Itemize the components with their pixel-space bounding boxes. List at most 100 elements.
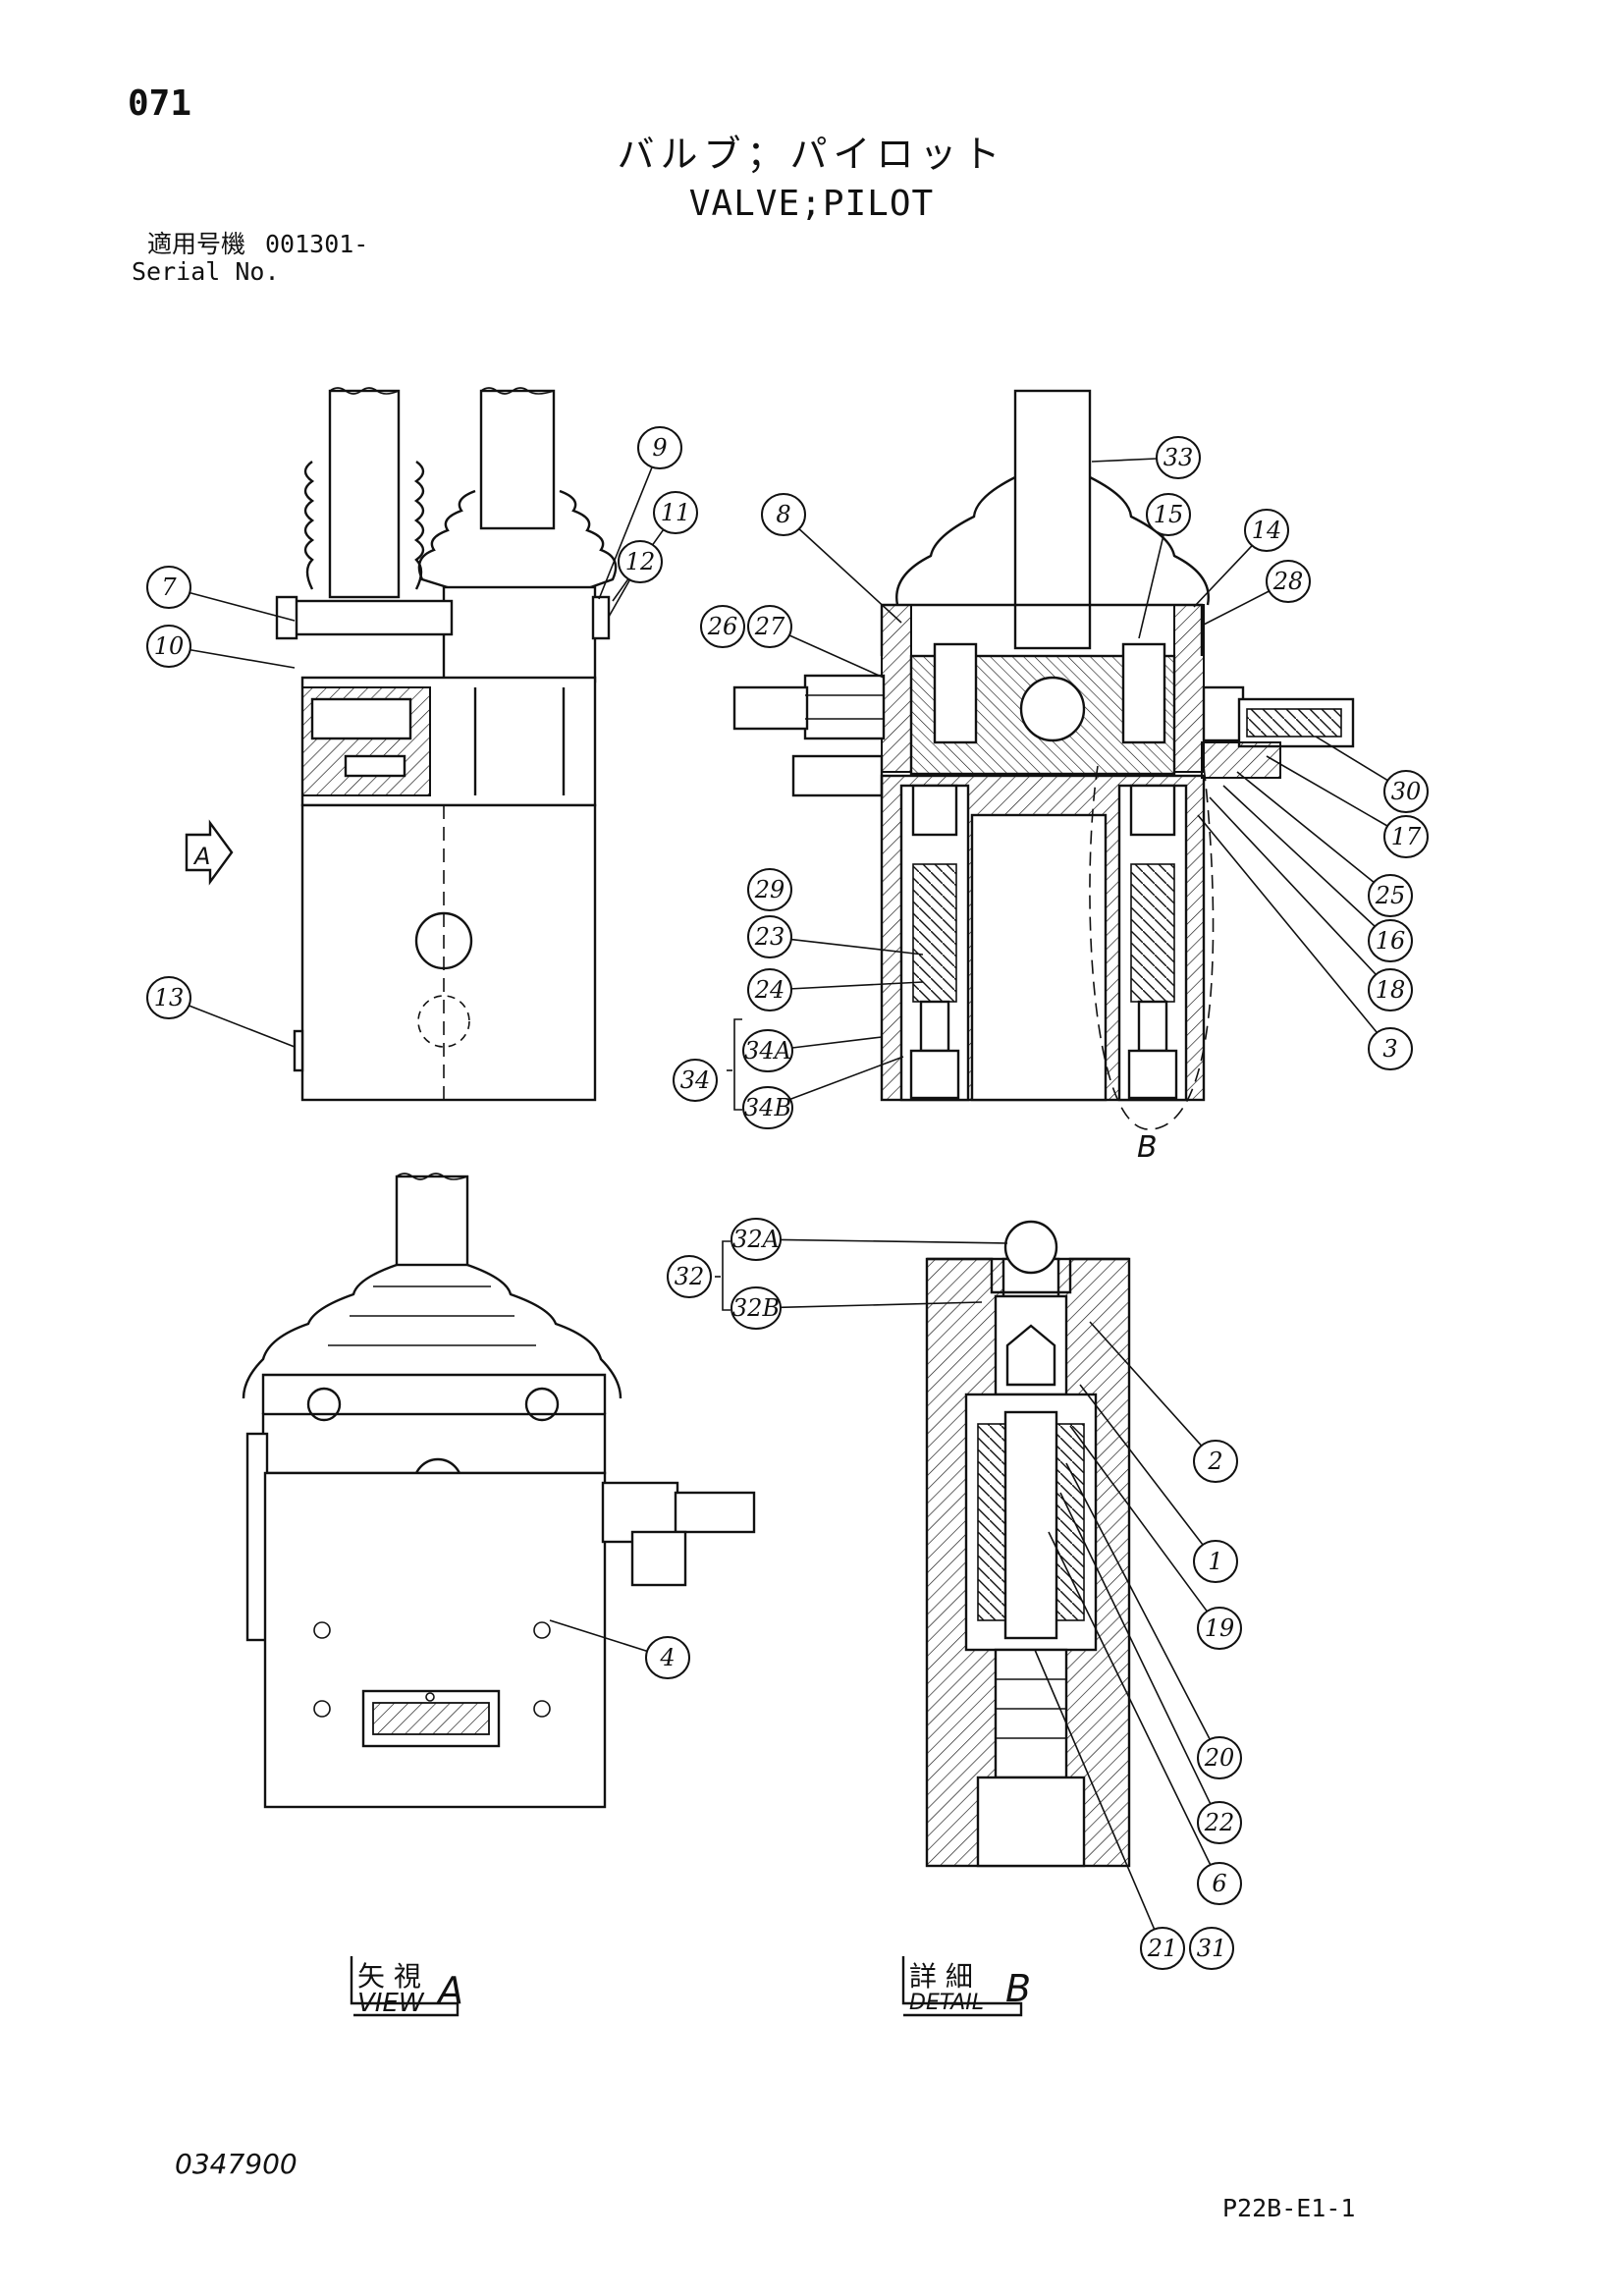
- callout-number: 34: [680, 1066, 711, 1094]
- detail-b-label-jp: 詳 細: [909, 1960, 973, 1993]
- callout-24: 24: [747, 968, 924, 1011]
- callout-number: 14: [1252, 517, 1282, 544]
- callout-8: 8: [761, 493, 902, 624]
- callout-number: 3: [1382, 1035, 1397, 1063]
- callout-leader: [598, 467, 653, 600]
- callout-14: 14: [1193, 509, 1289, 608]
- callout-leader: [780, 1238, 1008, 1244]
- view-a-label: 矢 視 VIEW A: [350, 1956, 463, 2018]
- callout-leader: [1034, 1649, 1156, 1930]
- callout-leader: [1069, 1425, 1208, 1612]
- callout-circle: [1146, 493, 1191, 536]
- callout-22: 22: [1059, 1492, 1242, 1844]
- callout-7: 7: [146, 566, 296, 622]
- callout-circle: [1197, 1801, 1242, 1844]
- callout-number: 10: [154, 632, 185, 660]
- serial-label-japanese: 適用号機: [147, 230, 246, 258]
- callout-34B: 34B: [742, 1056, 904, 1129]
- callout-number: 22: [1204, 1809, 1235, 1836]
- callout-circle: [730, 1218, 782, 1261]
- callout-number: 16: [1376, 927, 1406, 955]
- serial-value: 001301-: [265, 230, 369, 258]
- callout-circle: [1266, 560, 1311, 603]
- callout-26: 26: [700, 605, 745, 648]
- callout-number: 26: [707, 613, 738, 640]
- callout-6: 6: [1048, 1531, 1242, 1905]
- callout-number: 17: [1391, 823, 1422, 850]
- callout-23: 23: [747, 915, 924, 958]
- callout-number: 2: [1207, 1448, 1222, 1475]
- callout-leader: [1091, 458, 1158, 463]
- callout-leader: [1079, 1384, 1204, 1546]
- callout-circle: [1368, 919, 1413, 962]
- section-b-label: B: [1137, 1130, 1158, 1165]
- side-view: A: [185, 387, 618, 1102]
- callout-leader: [790, 1056, 904, 1100]
- callout-25: 25: [1236, 771, 1413, 917]
- callout-circle: [1197, 1607, 1242, 1650]
- view-a-letter: A: [435, 1969, 463, 2012]
- callout-leader: [1209, 796, 1377, 975]
- callout-circle: [1193, 1540, 1238, 1583]
- callout-number: 6: [1212, 1870, 1226, 1897]
- callout-number: 13: [154, 984, 185, 1011]
- callout-number: 11: [661, 499, 691, 526]
- callout-18: 18: [1209, 796, 1413, 1011]
- callout-leader: [608, 579, 630, 618]
- callout-leader: [1197, 814, 1378, 1033]
- callout-leader: [1236, 771, 1375, 883]
- view-a-label-jp: 矢 視: [357, 1960, 421, 1993]
- callout-circle: [730, 1286, 782, 1330]
- callout-number: 24: [754, 976, 785, 1004]
- callout-leader: [189, 648, 296, 669]
- callout-number: 21: [1147, 1935, 1178, 1962]
- callout-31: 31: [1189, 1927, 1234, 1970]
- callout-circle: [1156, 436, 1201, 479]
- callout-circle: [1193, 1440, 1238, 1483]
- detail-b: [925, 1220, 1131, 1868]
- callout-circle: [1140, 1927, 1185, 1970]
- callout-29: 29: [747, 868, 792, 911]
- callout-circle: [618, 540, 663, 583]
- callout-leader: [1065, 1462, 1211, 1739]
- callout-circle: [673, 1059, 718, 1102]
- callout-19: 19: [1069, 1425, 1242, 1650]
- callout-number: 19: [1205, 1614, 1235, 1642]
- callout-leader: [1048, 1531, 1212, 1865]
- section-view: B: [732, 389, 1355, 1165]
- callout-circle: [1368, 874, 1413, 917]
- callout-16: 16: [1222, 785, 1413, 962]
- callout-leader: [1089, 1321, 1202, 1447]
- callout-circle: [1368, 1027, 1413, 1070]
- callout-number: 32B: [732, 1294, 780, 1322]
- callout-circle: [761, 493, 806, 536]
- callout-number: 32A: [732, 1226, 780, 1253]
- callout-leader: [1203, 590, 1270, 626]
- callout-leader: [790, 981, 924, 990]
- callout-12: 12: [608, 540, 663, 618]
- callout-circle: [747, 915, 792, 958]
- detail-b-letter: B: [1005, 1967, 1031, 2010]
- callout-circle: [747, 868, 792, 911]
- callout-number: 9: [652, 434, 667, 462]
- callout-circle: [1244, 509, 1289, 552]
- callout-circle: [637, 426, 682, 469]
- callout-27: 27: [747, 605, 885, 679]
- callout-circle: [653, 491, 698, 534]
- callout-number: 33: [1163, 444, 1194, 471]
- callout-number: 8: [776, 501, 790, 528]
- callout-34A: 34A: [742, 1029, 883, 1072]
- callout-leader: [189, 1005, 296, 1048]
- callout-number: 30: [1391, 778, 1422, 805]
- callout-33: 33: [1091, 436, 1201, 479]
- callout-20: 20: [1065, 1462, 1242, 1779]
- callout-circle: [1368, 968, 1413, 1011]
- callout-number: 29: [754, 876, 785, 903]
- page-number: 071: [128, 83, 192, 124]
- callout-32B: 32B: [730, 1286, 983, 1330]
- callout-leader: [1315, 736, 1388, 782]
- callout-number: 15: [1154, 501, 1184, 528]
- callout-10: 10: [146, 625, 296, 669]
- callout-circle: [1383, 770, 1429, 813]
